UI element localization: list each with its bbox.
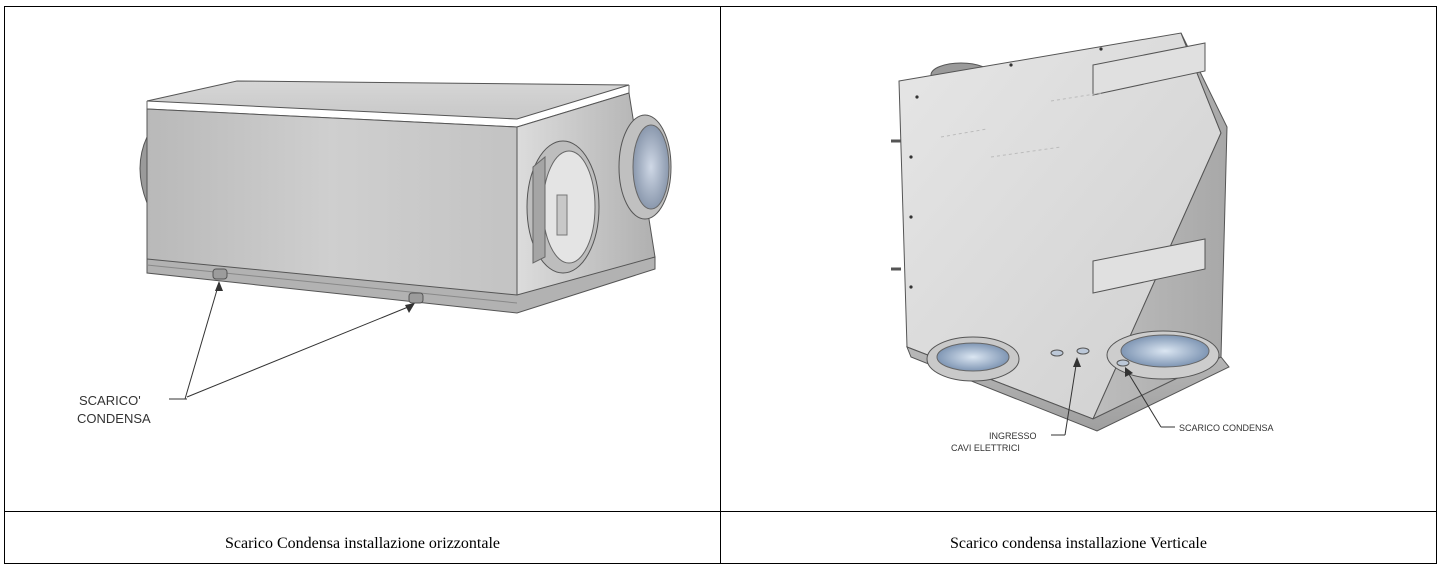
drain-label-line2: CONDENSA [77, 411, 151, 426]
drain-label: SCARICO CONDENSA [1179, 423, 1274, 433]
horizontal-unit-drawing: SCARICO' CONDENSA [77, 80, 672, 426]
figure-table: SCARICO' CONDENSA [4, 6, 1437, 564]
left-caption-cell: Scarico Condensa installazione orizzonta… [4, 511, 721, 564]
left-caption: Scarico Condensa installazione orizzonta… [224, 534, 500, 552]
cables-label-line1: INGRESSO [989, 431, 1037, 441]
right-image-cell: INGRESSO CAVI ELETTRICI SCARICO CONDENSA [720, 6, 1437, 512]
cables-label-line2: CAVI ELETTRICI [951, 443, 1020, 453]
drain-label-line1: SCARICO' [79, 393, 141, 408]
vertical-unit-drawing: INGRESSO CAVI ELETTRICI SCARICO CONDENSA [891, 32, 1274, 453]
right-caption-cell: Scarico condensa installazione Verticale [720, 511, 1437, 564]
right-caption: Scarico condensa installazione Verticale [950, 534, 1207, 552]
left-image-cell: SCARICO' CONDENSA [4, 6, 721, 512]
